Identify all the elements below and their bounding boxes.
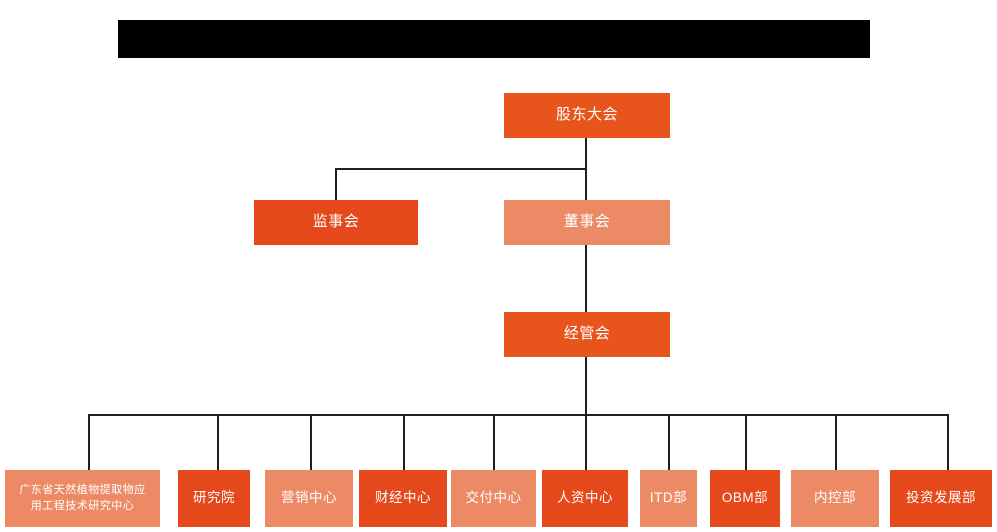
node-management-committee[interactable]: 经管会: [504, 312, 670, 357]
connector-dept-10: [947, 414, 949, 471]
node-label: 营销中心: [281, 490, 337, 506]
connector-dept-9: [835, 414, 837, 471]
node-label: 交付中心: [465, 490, 522, 506]
node-label: 监事会: [312, 213, 360, 231]
connector-department-bus: [88, 414, 948, 416]
node-department-hr-center[interactable]: 人资中心: [542, 470, 628, 527]
node-shareholders-meeting[interactable]: 股东大会: [504, 93, 670, 138]
connector-dept-1: [88, 414, 90, 471]
node-department-finance-center[interactable]: 财经中心: [359, 470, 447, 527]
node-label: 投资发展部: [906, 490, 976, 506]
connector-supervisors-down: [335, 168, 337, 201]
node-board-of-supervisors[interactable]: 监事会: [254, 200, 418, 245]
node-label: 董事会: [563, 213, 611, 231]
node-board-of-directors[interactable]: 董事会: [504, 200, 670, 245]
node-label: 人资中心: [557, 490, 613, 506]
node-department-obm[interactable]: OBM部: [710, 470, 780, 527]
redacted-title-bar: [118, 20, 870, 58]
node-department-internal-control[interactable]: 内控部: [791, 470, 879, 527]
node-label: ITD部: [649, 490, 688, 506]
node-department-marketing-center[interactable]: 营销中心: [265, 470, 353, 527]
connector-level2-horizontal: [335, 168, 587, 170]
connector-dept-4: [403, 414, 405, 471]
connector-dept-5: [493, 414, 495, 471]
connector-management-down: [585, 357, 587, 415]
node-label: 财经中心: [375, 490, 431, 506]
connector-shareholders-down: [585, 138, 587, 169]
connector-dept-3: [310, 414, 312, 471]
node-department-investment-development[interactable]: 投资发展部: [890, 470, 992, 527]
node-department-research-institute[interactable]: 研究院: [178, 470, 250, 527]
node-label: 内控部: [814, 490, 856, 506]
node-label: 股东大会: [555, 106, 618, 124]
connector-dept-6: [585, 414, 587, 471]
node-label: OBM部: [721, 490, 769, 506]
connector-dept-7: [668, 414, 670, 471]
connector-dept-8: [745, 414, 747, 471]
node-department-itd[interactable]: ITD部: [640, 470, 697, 527]
node-label: 广东省天然植物提取物应 用工程技术研究中心: [19, 483, 146, 512]
node-department-delivery-center[interactable]: 交付中心: [451, 470, 536, 527]
node-label: 研究院: [193, 490, 235, 506]
connector-directors-down: [585, 168, 587, 201]
node-department-guangdong-research-center[interactable]: 广东省天然植物提取物应 用工程技术研究中心: [5, 470, 160, 527]
connector-dept-2: [217, 414, 219, 471]
connector-directors-to-management: [585, 245, 587, 313]
node-label: 经管会: [563, 325, 611, 343]
